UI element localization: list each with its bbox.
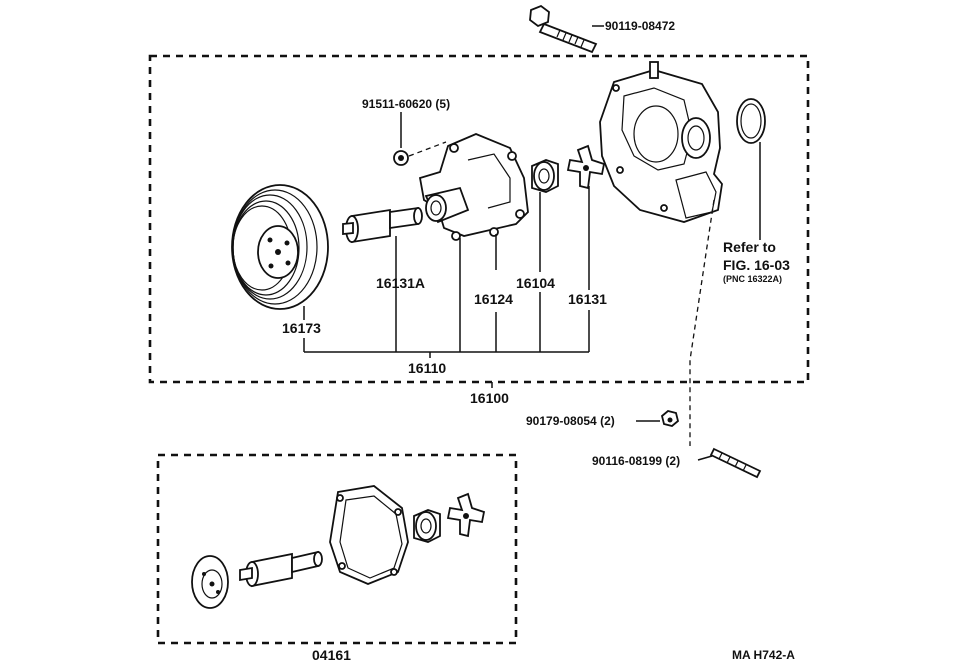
- label-cover: 16124: [474, 291, 513, 307]
- bolt-5-dash-path: [408, 141, 447, 157]
- leader-stud: [697, 455, 713, 461]
- label-refer-line2: FIG. 16-03: [723, 257, 790, 273]
- label-bolt-top: 90119-08472: [605, 19, 675, 33]
- bolt-90119-08472-icon: [529, 4, 598, 54]
- shaft-16131A-icon: [342, 206, 423, 244]
- label-stud: 90116-08199 (2): [592, 454, 680, 468]
- stud-90116-08199-icon: [709, 447, 762, 479]
- stud-dash-path: [689, 199, 715, 446]
- label-pulley: 16173: [282, 320, 321, 336]
- kit-shaft-icon: [239, 550, 323, 588]
- o-ring-icon: [736, 98, 766, 144]
- label-nut: 90179-08054 (2): [526, 414, 615, 428]
- kit-flange-icon: [191, 555, 229, 609]
- label-refer-line1: Refer to: [723, 239, 776, 255]
- pump-cover-16124-icon: [418, 133, 529, 241]
- label-assy: 16100: [470, 390, 509, 406]
- kit-gasket-icon: [329, 485, 409, 585]
- nut-90179-08054-icon: [660, 410, 680, 427]
- bolt-91511-60620-icon: [393, 150, 409, 166]
- label-assy-sub: 16110: [408, 360, 446, 376]
- seal-16104-icon: [531, 159, 559, 193]
- kit-seal-icon: [413, 509, 441, 543]
- label-seal: 16104: [516, 275, 555, 291]
- kit-impeller-icon: [446, 492, 486, 538]
- pulley-16173-icon: [231, 184, 329, 310]
- label-shaft: 16131A: [376, 275, 425, 291]
- pump-housing-icon: [599, 61, 723, 223]
- label-impeller: 16131: [568, 291, 607, 307]
- label-refer-line3: (PNC 16322A): [723, 274, 782, 284]
- label-fig-code: MA H742-A: [732, 648, 795, 662]
- label-bolt-5: 91511-60620 (5): [362, 97, 450, 111]
- impeller-16131-icon: [566, 144, 606, 190]
- kit-boundary: [156, 453, 518, 645]
- label-kit: 04161: [312, 647, 351, 663]
